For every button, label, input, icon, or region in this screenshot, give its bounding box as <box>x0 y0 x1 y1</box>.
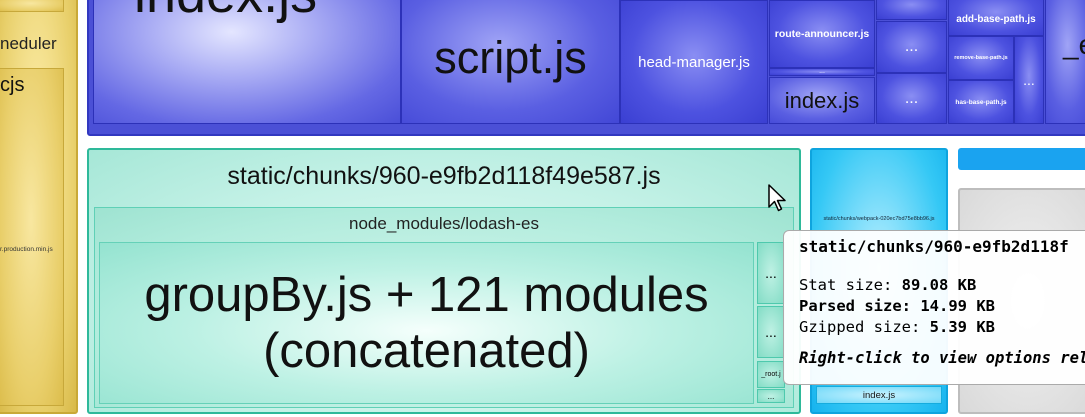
teal-chunk-label: static/chunks/960-e9fb2d118f49e587.js <box>227 161 661 190</box>
yellow-file-label: r.production.min.js <box>0 246 53 253</box>
blue-edge-cell[interactable]: _e <box>1045 0 1085 124</box>
accent-bar[interactable] <box>958 148 1085 170</box>
tooltip-gzip-value: 5.39 KB <box>929 318 995 336</box>
yellow-top-cell[interactable] <box>0 0 64 12</box>
blue-route-announcer-cell[interactable]: route-announcer.js <box>769 0 875 68</box>
blue-ellipsis-label-3: ... <box>1023 72 1035 88</box>
blue-tiny-ellipsis: ... <box>819 68 825 75</box>
blue-top-right-cell[interactable] <box>876 0 947 20</box>
blue-has-base-path-label: has-base-path.js <box>955 98 1007 106</box>
mouse-pointer-icon <box>768 184 786 212</box>
blue-add-base-path-label: add-base-path.js <box>956 13 1036 25</box>
teal-groupby-cell[interactable]: groupBy.js + 121 modules (concatenated) <box>99 242 754 404</box>
blue-remove-base-path-label: remove-base-path.js <box>954 55 1008 61</box>
blue-index-small-label: index.js <box>784 87 860 113</box>
yellow-child-cell[interactable] <box>0 68 64 406</box>
blue-ellipsis-cell-1[interactable]: ... <box>876 21 947 73</box>
yellow-parent-label: neduler <box>0 34 57 53</box>
teal-groupby-label: groupBy.js + 121 modules (concatenated) <box>144 268 709 378</box>
blue-index-label: index.js <box>134 0 317 25</box>
blue-ellipsis-cell-2[interactable]: ... <box>876 73 947 124</box>
teal-small-ellipsis-2: ... <box>765 324 777 340</box>
tooltip-gzip-row: Gzipped size: 5.39 KB <box>799 317 1085 337</box>
blue-tiny-cell[interactable]: ... <box>769 68 875 76</box>
blue-script-cell[interactable]: script.js <box>401 0 620 124</box>
tooltip-parsed-row: Parsed size: 14.99 KB <box>799 296 1085 316</box>
blue-index-small-cell[interactable]: index.js <box>769 77 875 124</box>
teal-small-root-label: _root.j <box>761 371 781 378</box>
blue-ellipsis-label-2: ... <box>904 89 919 107</box>
teal-small-root-cell[interactable]: _root.j <box>757 361 785 388</box>
cyan-webpack-label: static/chunks/webpack-020ec7bd75e8bb96.j… <box>823 216 935 222</box>
blue-script-label: script.js <box>434 32 587 83</box>
tooltip-stat-value: 89.08 KB <box>901 276 977 294</box>
teal-lodash-label: node_modules/lodash-es <box>349 214 539 233</box>
tooltip-parsed-value: 14.99 KB <box>920 297 995 315</box>
tooltip-stat-label: Stat size: <box>799 276 893 294</box>
blue-add-base-path-cell[interactable]: add-base-path.js <box>948 0 1044 36</box>
blue-ellipsis-cell-3[interactable]: ... <box>1014 36 1044 124</box>
blue-ellipsis-label-1: ... <box>904 38 919 55</box>
teal-small-cell-3[interactable]: ... <box>757 389 785 403</box>
tooltip-stat-row: Stat size: 89.08 KB <box>799 275 1085 295</box>
blue-edge-label: _e <box>1063 29 1085 60</box>
blue-head-manager-label: head-manager.js <box>638 53 750 71</box>
cyan-index-cell[interactable]: index.js <box>816 386 942 404</box>
teal-small-cell-2[interactable]: ... <box>757 306 785 358</box>
tooltip-parsed-label: Parsed size: <box>799 297 911 315</box>
blue-route-announcer-label: route-announcer.js <box>774 28 870 40</box>
blue-head-manager-cell[interactable]: head-manager.js <box>620 0 768 124</box>
yellow-child-label: cjs <box>0 74 25 96</box>
tooltip-gzip-label: Gzipped size: <box>799 318 921 336</box>
teal-small-ellipsis-1: ... <box>765 265 777 281</box>
size-tooltip: static/chunks/960-e9fb2d118f Stat size: … <box>783 230 1085 385</box>
tooltip-hint: Right-click to view options rela <box>799 349 1085 367</box>
blue-remove-base-path-cell[interactable]: remove-base-path.js <box>948 36 1014 80</box>
teal-small-ellipsis-3: ... <box>767 391 775 401</box>
teal-small-cell-1[interactable]: ... <box>757 242 785 304</box>
blue-has-base-path-cell[interactable]: has-base-path.js <box>948 80 1014 124</box>
tooltip-title: static/chunks/960-e9fb2d118f <box>799 237 1069 256</box>
cyan-index-label: index.js <box>862 389 896 401</box>
blue-index-cell[interactable]: index.js <box>93 0 401 124</box>
